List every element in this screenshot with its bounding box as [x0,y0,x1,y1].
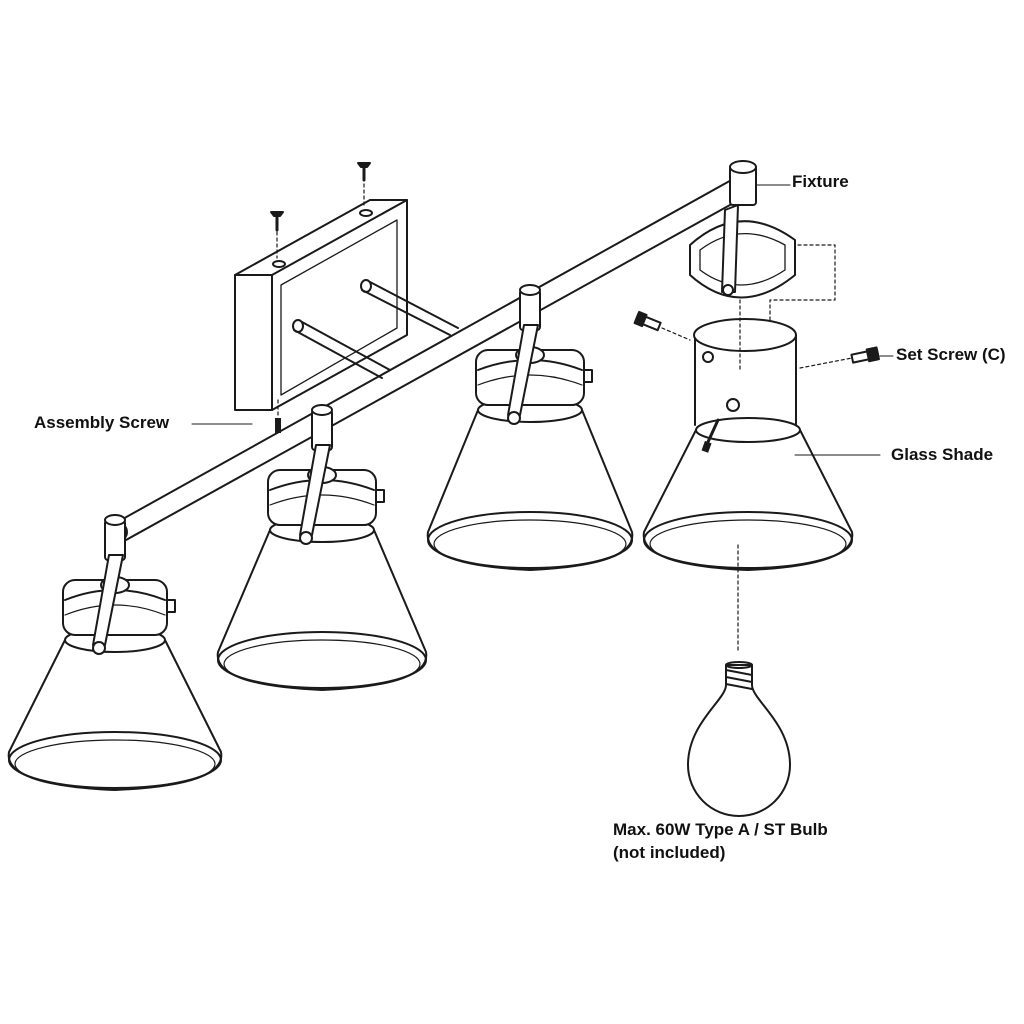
bulb-note-label: (not included) [613,843,726,862]
bulb-spec-label: Max. 60W Type A / ST Bulb [613,820,828,839]
shade-4 [642,318,854,571]
mounting-screws [270,162,371,259]
exploded-socket [689,160,836,371]
assembly-screw [191,399,281,433]
support-arms [292,279,459,379]
set-screws [633,310,894,651]
shade-2 [216,404,428,691]
light-bulb [687,661,791,817]
glass-shade-label: Glass Shade [891,445,994,464]
shade-1 [7,514,223,791]
assembly-screw-label: Assembly Screw [34,413,170,432]
set-screw-label: Set Screw (C) [896,345,1006,364]
shade-3 [426,284,634,571]
main-bar [108,177,749,542]
fixture-label: Fixture [792,172,849,191]
backplate [234,199,408,411]
